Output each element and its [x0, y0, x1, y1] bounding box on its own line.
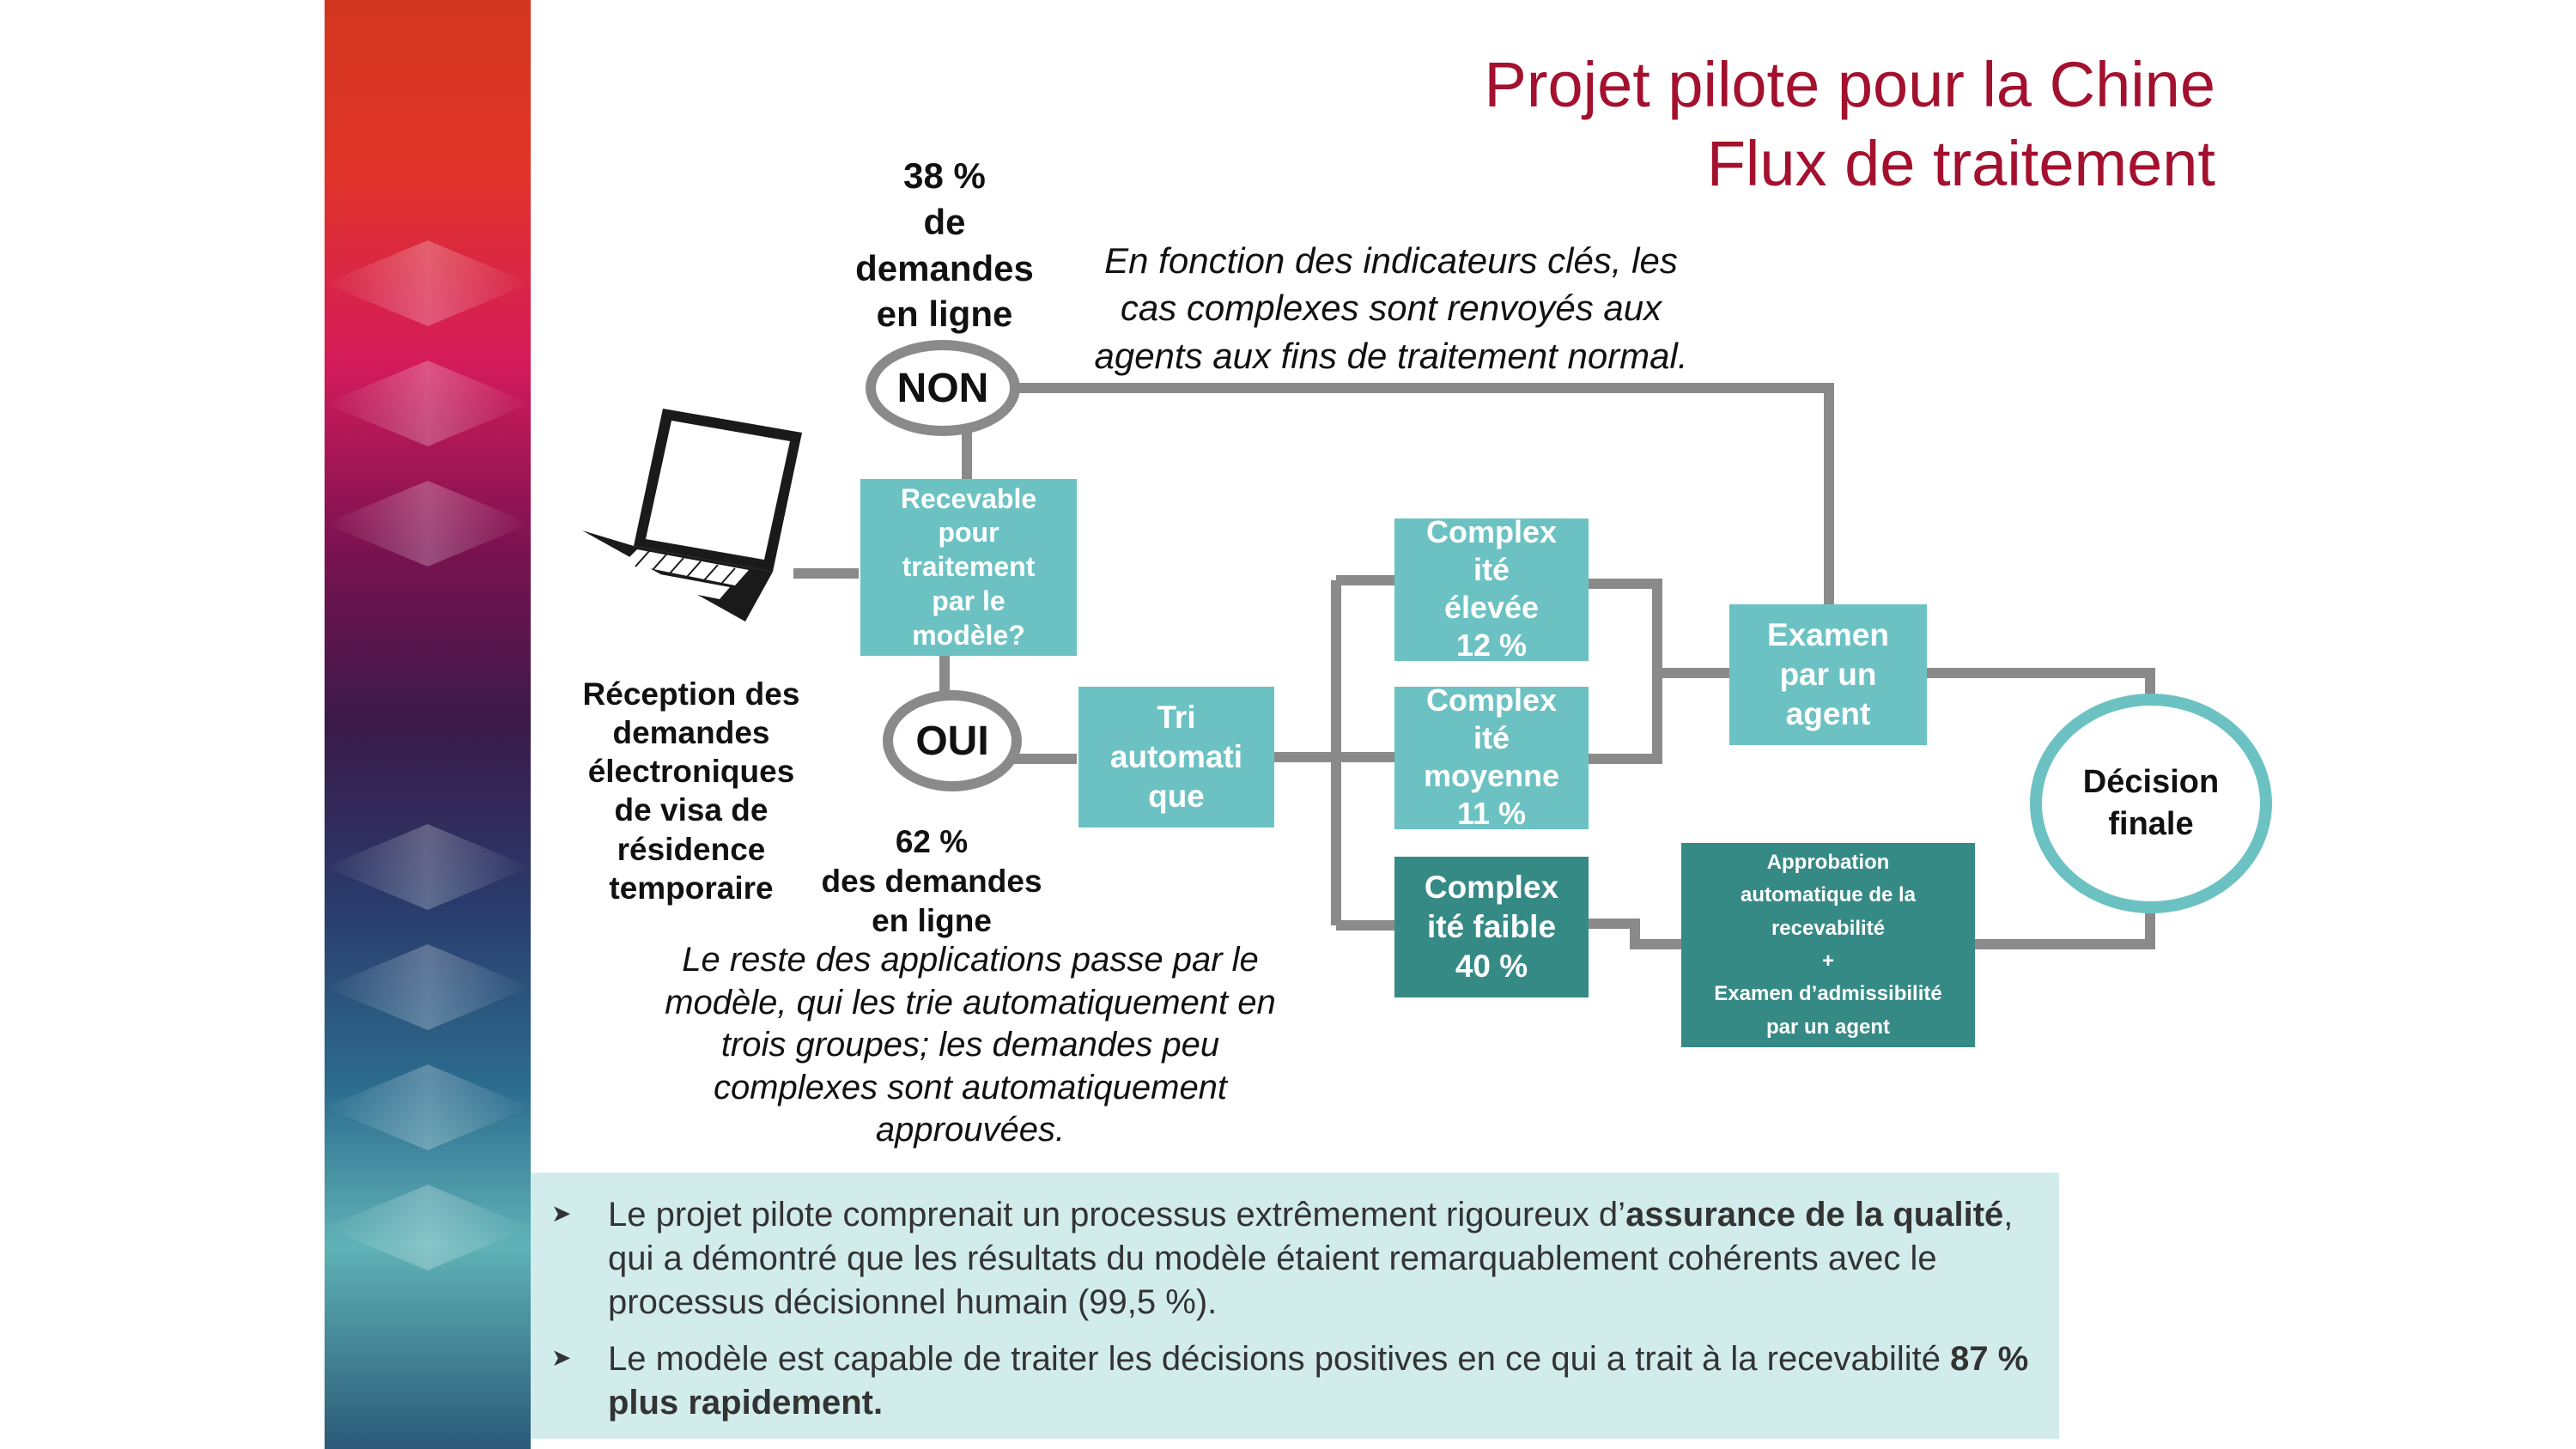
non-note: En fonction des indicateurs clés, les ca… [1094, 240, 1688, 376]
title-line-2: Flux de traitement [1706, 128, 2215, 199]
oui-oval: OUI [883, 690, 1022, 791]
online-share-yes-stat: 62 % des demandes en ligne [821, 824, 1042, 938]
title-line-1: Projet pilote pour la Chine [1484, 49, 2215, 120]
auto-approval-box: Approbation automatique de la recevabili… [1681, 843, 1975, 1047]
high-complexity-box: Complex ité élevée 12 % [1394, 518, 1589, 661]
final-decision-circle: Décision finale [2030, 694, 2272, 913]
decorative-side-stripe [325, 0, 531, 1449]
reception-label: Réception des demandes électroniques de … [582, 676, 800, 906]
online-share-no-stat: 38 % de demandes en ligne [855, 155, 1034, 335]
arrowhead-bullet-icon: ➤ [551, 1344, 572, 1371]
non-oval: NON [866, 340, 1020, 436]
oui-note: Le reste des applications passe par le m… [665, 941, 1276, 1149]
auto-triage-box: Tri automati que [1078, 687, 1274, 828]
arrowhead-bullet-icon: ➤ [551, 1200, 572, 1227]
laptop-icon [577, 403, 809, 627]
medium-complexity-box: Complex ité moyenne 11 % [1394, 687, 1589, 829]
eligibility-question-box: Recevable pour traitement par le modèle? [860, 479, 1077, 656]
low-complexity-box: Complex ité faible 40 % [1394, 857, 1589, 997]
agent-review-box: Examen par un agent [1729, 604, 1927, 745]
summary-panel: ➤ Le projet pilote comprenait un process… [531, 1173, 2059, 1439]
